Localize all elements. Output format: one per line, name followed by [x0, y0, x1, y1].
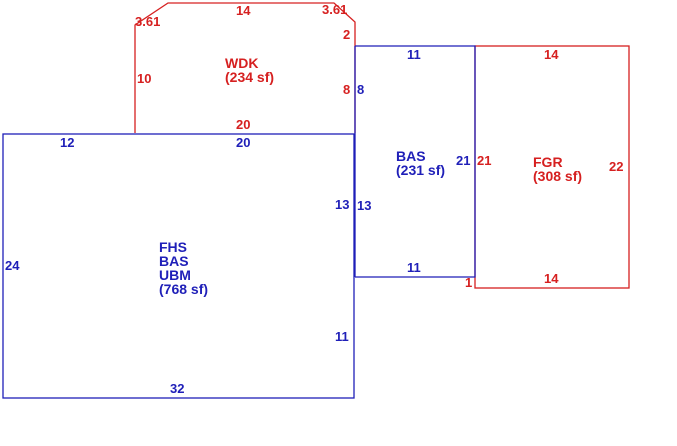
main-outline [2, 133, 355, 399]
fgr-dim-bottom: 14 [544, 271, 559, 286]
wdk-dim-corner-right: 3.61 [322, 2, 348, 17]
fgr-area: (308 sf) [533, 168, 583, 184]
wdk-dim-right: 8 [343, 82, 351, 97]
fgr-dim-right: 22 [609, 159, 624, 174]
main-dim-top-right: 20 [236, 135, 251, 150]
fgr-name: FGR [533, 154, 563, 170]
bas-mid-outline [355, 45, 476, 278]
main-name-ubm: UBM [159, 267, 191, 283]
fgr-dim-offset: 1 [465, 275, 473, 290]
bas-mid-area: (231 sf) [396, 162, 446, 178]
wdk-dim-right-short: 2 [343, 27, 351, 42]
bas-mid-dim-left-upper: 8 [357, 82, 365, 97]
main-name-fhs: FHS [159, 239, 187, 255]
wdk-dim-corner-left: 3.61 [135, 14, 161, 29]
fgr-dim-top: 14 [544, 47, 559, 62]
wdk-dim-left: 10 [137, 71, 152, 86]
main-dim-right-upper: 13 [335, 197, 350, 212]
main-dim-left: 24 [5, 258, 20, 273]
wdk-dim-top: 14 [236, 3, 251, 18]
wdk-dim-bottom: 20 [236, 117, 251, 132]
bas-mid-dim-right: 21 [456, 153, 471, 168]
wdk-area: (234 sf) [225, 69, 275, 85]
fgr-dim-left: 21 [477, 153, 492, 168]
bas-mid-name: BAS [396, 148, 426, 164]
bas-mid-dim-bottom: 11 [407, 260, 421, 275]
wdk-name: WDK [225, 55, 259, 71]
main-area: (768 sf) [159, 281, 209, 297]
main-dim-bottom: 32 [170, 381, 185, 396]
bas-mid-dim-top: 11 [407, 47, 421, 62]
main-dim-right-lower: 11 [335, 329, 349, 344]
bas-mid-dim-left-lower: 13 [357, 198, 372, 213]
wdk-outline [134, 2, 356, 133]
main-dim-top-left: 12 [60, 135, 75, 150]
main-name-bas: BAS [159, 253, 189, 269]
